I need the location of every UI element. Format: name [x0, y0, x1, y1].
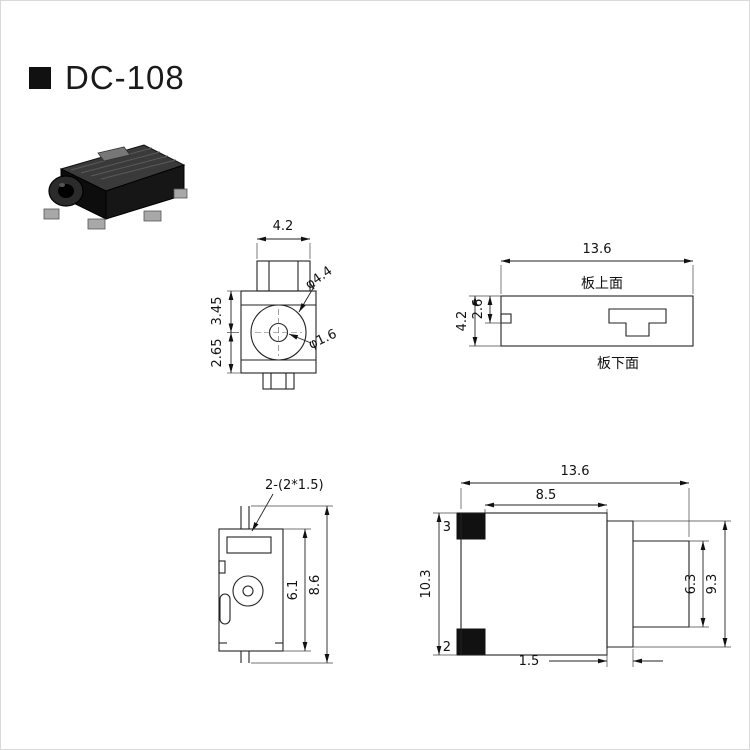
dim-lower-height: 2.65	[210, 339, 225, 368]
top-slot	[226, 536, 272, 554]
dim-shaft-width: 4.2	[273, 219, 294, 234]
dim-inner-height: 6.1	[286, 580, 301, 601]
dim-body-length: 8.5	[536, 488, 557, 503]
page-header: DC-108	[29, 59, 185, 97]
dim-right-height: 9.3	[705, 574, 720, 595]
bottom-view: 13.6 8.5 3 2 10.3 6.3 9.3 1.5	[401, 453, 741, 673]
front-view: 4.2 3.45 2.65 φ4.4 φ1.6	[210, 213, 346, 408]
side-notch	[500, 313, 512, 324]
metal-shield-clip	[97, 146, 131, 162]
side-view: 13.6 板上面 4.2 2.6 板下面	[451, 239, 741, 384]
pad-number-bottom: 2	[443, 640, 451, 655]
barrel-outline	[606, 520, 690, 648]
profile-view: 2-(2*1.5) 6.1 8.6	[193, 461, 348, 681]
product-photo	[26, 129, 196, 239]
side-body	[500, 295, 694, 347]
board-bottom-label: 板下面	[597, 356, 639, 372]
side-slot	[219, 593, 231, 625]
dim-total-height: 8.6	[308, 575, 323, 596]
barrel-circle	[250, 304, 307, 361]
dim-length: 13.6	[583, 242, 612, 257]
solder-pins	[43, 188, 188, 230]
dim-height: 4.2	[455, 311, 470, 332]
profile-body	[218, 528, 284, 652]
dim-upper-height: 3.45	[210, 297, 225, 326]
dim-barrel-height: 6.3	[684, 574, 699, 595]
dim-tab-width: 1.5	[519, 654, 540, 669]
title-bullet-square	[29, 67, 51, 89]
barrel-profile-circle	[232, 575, 264, 607]
dia-pin-label: φ1.6	[306, 327, 339, 353]
dia-outer-label: φ4.4	[303, 264, 336, 293]
shaft-top	[256, 260, 311, 292]
t-slot	[608, 308, 667, 337]
dim-upper: 2.6	[471, 299, 486, 320]
slot-note: 2-(2*1.5)	[265, 478, 324, 493]
dim-length: 13.6	[561, 464, 590, 479]
shaft-bottom	[262, 372, 295, 390]
dim-total-height: 10.3	[419, 570, 434, 599]
pad-number-top: 3	[443, 520, 451, 535]
page-title: DC-108	[65, 59, 185, 96]
board-top-label: 板上面	[581, 276, 623, 292]
